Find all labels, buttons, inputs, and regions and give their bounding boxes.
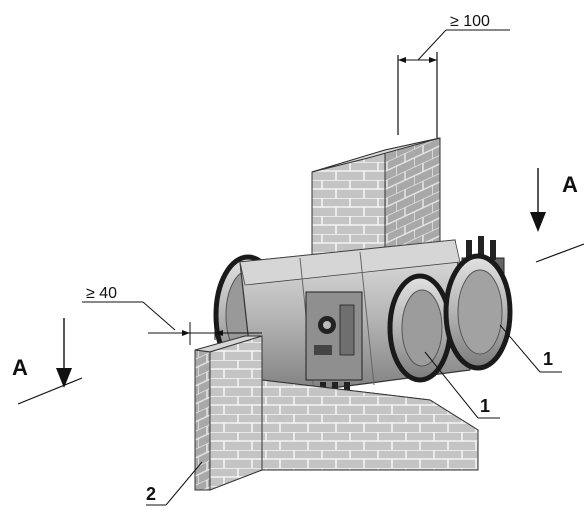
section-mark-right-label: A — [562, 172, 578, 197]
callout-1-right: 1 — [499, 324, 562, 373]
dimension-top-label: ≥ 100 — [450, 13, 490, 30]
front-spigot-right — [443, 253, 513, 371]
actuator-mechanism — [305, 291, 363, 408]
section-mark-left: A — [12, 318, 83, 405]
dimension-top: ≥ 100 — [397, 13, 510, 138]
dimension-side-label: ≥ 40 — [86, 285, 117, 302]
section-mark-left-label: A — [12, 355, 28, 380]
callout-1-right-label: 1 — [543, 349, 553, 369]
dimension-side: ≥ 40 — [82, 285, 262, 345]
callout-1-center: 1 — [424, 351, 500, 419]
callout-2-wall-label: 2 — [146, 484, 156, 504]
section-mark-right: A — [530, 168, 584, 263]
callout-1-center-label: 1 — [480, 396, 490, 416]
callout-2-wall: 2 — [146, 461, 203, 506]
front-spigot-center — [387, 273, 453, 383]
lower-wall — [194, 335, 479, 491]
